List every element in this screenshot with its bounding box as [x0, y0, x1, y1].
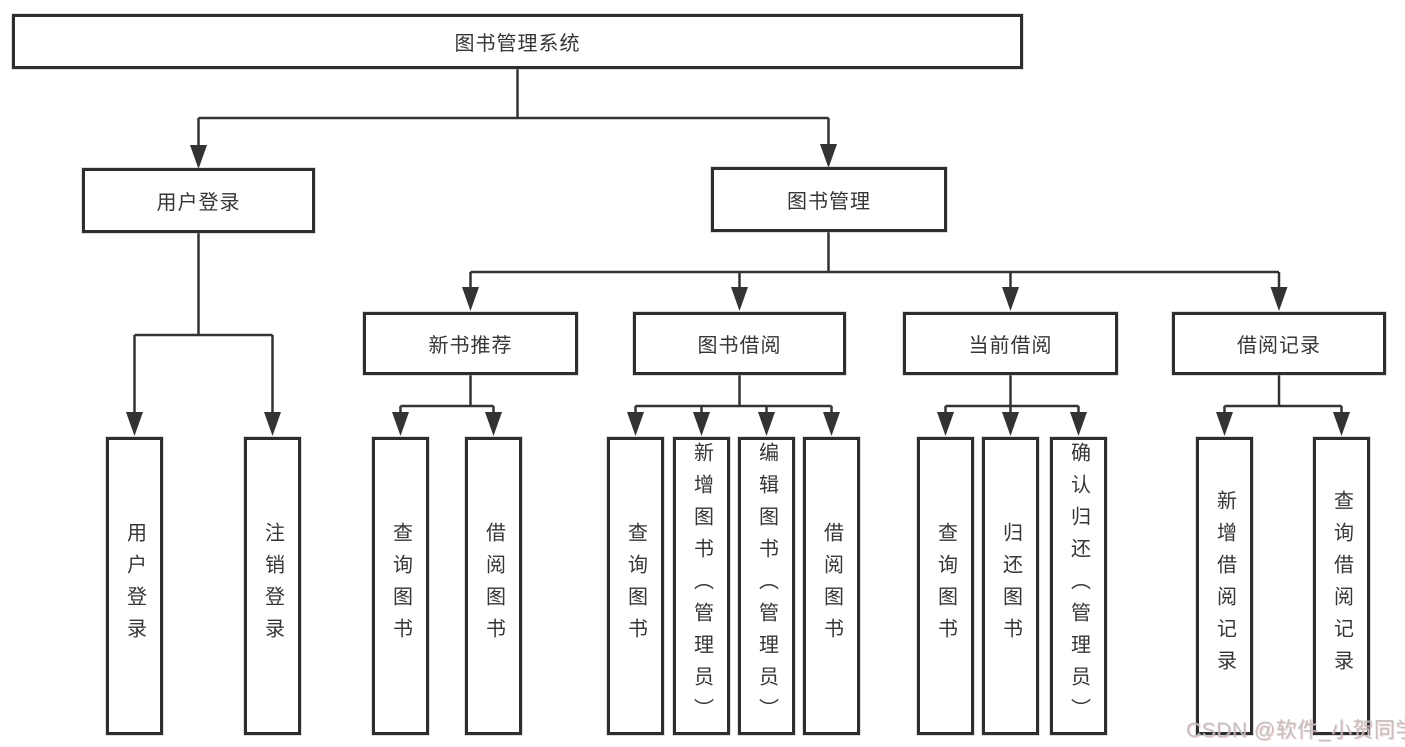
- connector-arrows: [126, 144, 1350, 436]
- leaf-user-login: 用户登录: [106, 437, 163, 735]
- leaf-borrow-books-borrowing: 借阅图书: [803, 437, 860, 735]
- leaf-confirm-return-admin: 确认归还（管理员）: [1050, 437, 1107, 735]
- leaf-borrow-books-recommend: 借阅图书: [465, 437, 522, 735]
- leaf-query-books-current: 查询图书: [917, 437, 974, 735]
- node-book-management: 图书管理: [711, 167, 947, 232]
- node-new-book-recommendation: 新书推荐: [363, 312, 578, 375]
- leaf-query-books-recommend: 查询图书: [372, 437, 429, 735]
- node-current-borrowing: 当前借阅: [903, 312, 1118, 375]
- node-book-borrowing: 图书借阅: [633, 312, 846, 375]
- node-borrowing-records: 借阅记录: [1172, 312, 1386, 375]
- leaf-add-book-admin: 新增图书（管理员）: [673, 437, 730, 735]
- csdn-watermark: CSDN @软件_小贺同学: [1186, 719, 1405, 742]
- connector-currentborrow-to-leaves: [944, 375, 1080, 416]
- leaf-logout: 注销登录: [244, 437, 301, 735]
- leaf-query-borrow-record: 查询借阅记录: [1313, 437, 1370, 735]
- connector-root-to-level2: [197, 69, 830, 146]
- leaf-add-borrow-record: 新增借阅记录: [1196, 437, 1253, 735]
- leaf-query-books-borrowing: 查询图书: [607, 437, 664, 735]
- node-user-login: 用户登录: [82, 168, 315, 233]
- connector-bookmgmt-to-level3: [469, 232, 1281, 292]
- connector-userlogin-to-leaves: [133, 233, 274, 416]
- node-library-management-system: 图书管理系统: [12, 14, 1023, 69]
- connector-borrowrecord-to-leaves: [1223, 375, 1343, 416]
- connector-bookborrow-to-leaves: [634, 375, 833, 416]
- connector-newbook-to-leaves: [399, 375, 495, 416]
- leaf-return-book: 归还图书: [982, 437, 1039, 735]
- leaf-edit-book-admin: 编辑图书（管理员）: [738, 437, 795, 735]
